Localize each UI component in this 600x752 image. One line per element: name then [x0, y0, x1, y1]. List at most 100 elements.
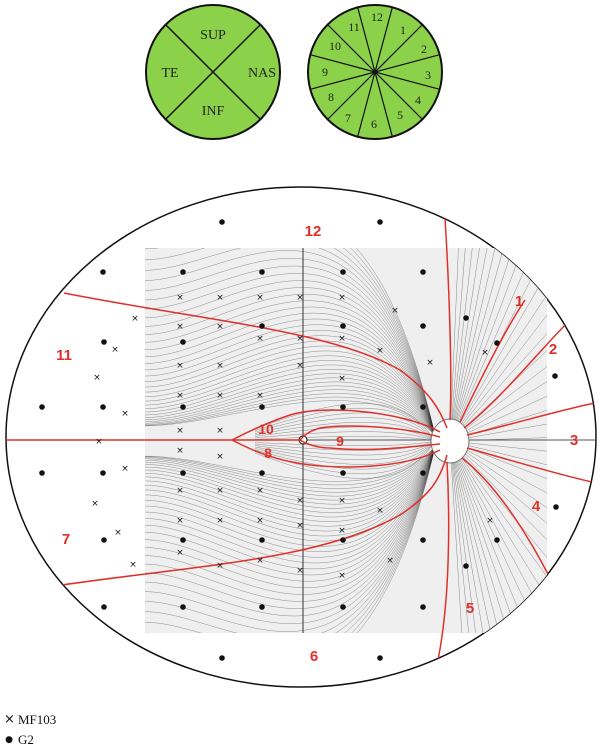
quadrant-label-nas: NAS [248, 66, 276, 81]
sector-label-10: 10 [329, 39, 341, 53]
g2-point [340, 323, 346, 329]
quadrant-label-inf: INF [202, 104, 225, 119]
mf103-point: × [176, 361, 184, 371]
region-boundaries [6, 217, 596, 661]
mf103-point: × [216, 426, 224, 436]
mf103-point: × [296, 521, 304, 531]
g2-point [180, 470, 186, 476]
g2-point [259, 537, 265, 543]
blind-spot [430, 418, 470, 464]
legend-label-g2: G2 [18, 732, 34, 747]
g2-point [340, 604, 346, 610]
sector-divider [327, 71, 376, 120]
mf103-point: × [256, 486, 264, 496]
region-label-10: 10 [258, 421, 274, 437]
region-label-11: 11 [56, 347, 72, 364]
region-label-1: 1 [515, 293, 523, 310]
sector-divider [357, 7, 376, 73]
sector-label-2: 2 [421, 42, 427, 56]
g2-point [553, 504, 559, 510]
mf103-point: × [296, 293, 304, 303]
mf103-point: × [216, 561, 224, 571]
legend: × MF103 ● G2 [4, 710, 56, 750]
mf103-point: × [386, 556, 394, 566]
mf103-point: × [93, 373, 101, 383]
g2-point [420, 604, 426, 610]
g2-point [340, 470, 346, 476]
region-label-12: 12 [305, 223, 322, 240]
g2-point [180, 339, 186, 345]
sector-label-7: 7 [345, 111, 351, 125]
g2-point [463, 563, 469, 569]
mf103-point: × [296, 334, 304, 344]
region-boundary-line [63, 292, 448, 429]
mf103-point: × [121, 464, 129, 474]
region-boundary-line [298, 425, 441, 451]
legend-label-mf103: MF103 [18, 712, 57, 727]
region-boundary-line [461, 457, 551, 579]
region-boundary-line [459, 299, 526, 423]
mf103-point: × [176, 548, 184, 558]
mf103-point: × [481, 348, 489, 358]
region-label-3: 3 [570, 432, 578, 449]
mf103-point: × [216, 361, 224, 371]
g2-point [259, 404, 265, 410]
mf103-point: × [216, 452, 224, 462]
g2-point [101, 537, 107, 543]
g2-point [340, 269, 346, 275]
g2-point [100, 470, 106, 476]
quadrant-label-sup: SUP [200, 28, 226, 43]
g2-point [101, 339, 107, 345]
mf103-point: × [216, 516, 224, 526]
mf103-point: × [296, 496, 304, 506]
region-boundary-line [230, 409, 441, 468]
region-label-4: 4 [532, 498, 541, 515]
cross-marker-icon: × [4, 712, 15, 727]
g2-point [180, 269, 186, 275]
g2-point [259, 604, 265, 610]
g2-point [377, 655, 383, 661]
mf103-point: × [376, 346, 384, 356]
mf103-point: × [256, 516, 264, 526]
region-boundary-line [463, 319, 571, 429]
sector-dividers [310, 7, 440, 137]
mf103-point: × [176, 486, 184, 496]
mf103-point: × [111, 345, 119, 355]
sector-label-9: 9 [322, 65, 328, 79]
g2-point [494, 340, 500, 346]
mf103-point: × [216, 391, 224, 401]
sector-label-8: 8 [328, 90, 334, 104]
sector-label-6: 6 [371, 117, 377, 131]
sector-divider [327, 24, 376, 73]
region-boundary-line [466, 447, 593, 483]
mf103-point: × [176, 391, 184, 401]
mf103-point: × [426, 358, 434, 368]
mf103-point: × [296, 361, 304, 371]
sector-divider [374, 71, 423, 120]
g2-point [39, 404, 45, 410]
g2-point [180, 604, 186, 610]
region-label-9: 9 [336, 433, 344, 449]
mf103-point: × [338, 526, 346, 536]
region-label-2: 2 [549, 341, 557, 358]
sector-divider [357, 71, 376, 137]
g2-point [340, 537, 346, 543]
sector-divider [310, 54, 376, 73]
mf103-point: × [95, 437, 103, 447]
region-label-5: 5 [466, 600, 474, 617]
legend-item-mf103: × MF103 [4, 710, 56, 730]
g2-point [100, 269, 106, 275]
g2-point [420, 269, 426, 275]
sector-label-12: 12 [371, 10, 383, 24]
mf103-point: × [338, 571, 346, 581]
region-boundary-line [444, 217, 452, 421]
g2-point [259, 470, 265, 476]
mf103-point: × [176, 322, 184, 332]
mf103-point: × [338, 293, 346, 303]
mf103-point: × [176, 426, 184, 436]
region-label-7: 7 [62, 531, 70, 548]
g2-point [463, 315, 469, 321]
fiber-strokes [145, 248, 547, 633]
sector-label-1: 1 [400, 23, 406, 37]
g2-point [219, 219, 225, 225]
